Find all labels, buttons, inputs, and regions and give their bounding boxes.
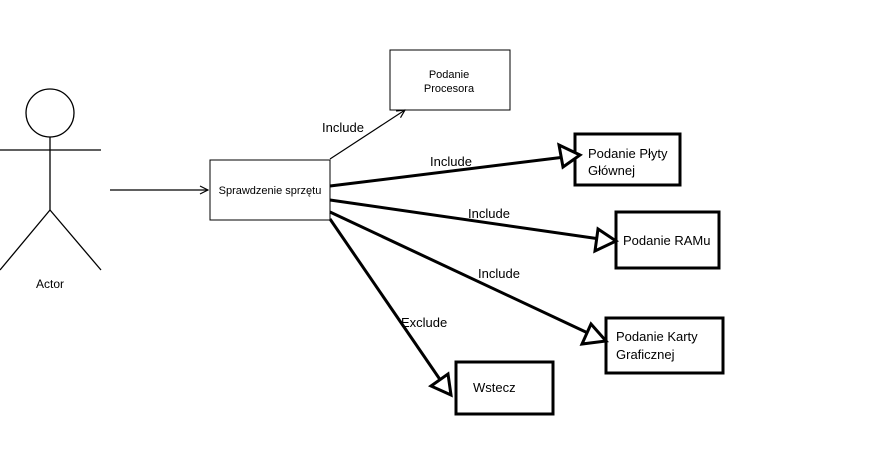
gpu-usecase-label-line1: Podanie Karty (616, 329, 698, 344)
actor-figure[interactable] (0, 88, 102, 271)
edge-to-motherboard-label: Include (430, 154, 472, 169)
edge-to-cpu-label: Include (322, 120, 364, 135)
edge-to-motherboard-arrowhead (557, 142, 583, 170)
actor-head (25, 88, 75, 138)
edge-to-gpu[interactable] (329, 210, 591, 336)
actor-right-leg (49, 209, 102, 271)
cpu-usecase-label-line1: Podanie (429, 69, 469, 81)
gpu-usecase-box[interactable] (604, 316, 725, 375)
actor-label: Actor (36, 277, 64, 291)
edge-to-ram-arrowhead (593, 226, 620, 254)
edge-to-back-arrowhead (427, 371, 453, 398)
actor-left-leg (0, 209, 51, 271)
edge-to-motherboard[interactable] (329, 155, 566, 188)
motherboard-usecase-label-line1: Podanie Płyty (588, 146, 668, 161)
edge-to-ram-label: Include (468, 206, 510, 221)
cpu-usecase-box[interactable] (389, 49, 511, 111)
cpu-usecase-label-line2: Procesora (424, 83, 475, 95)
edge-to-back[interactable] (328, 218, 443, 382)
motherboard-usecase-label-line2: Głównej (588, 163, 635, 178)
gpu-usecase-label-line2: Graficznej (616, 347, 675, 362)
center-usecase-label: Sprawdzenie sprzętu (219, 185, 322, 197)
edge-to-cpu[interactable] (329, 110, 405, 160)
edge-to-ram[interactable] (329, 198, 601, 241)
edge-to-gpu-arrowhead (579, 321, 610, 346)
edge-to-gpu-label: Include (478, 266, 520, 281)
ram-usecase-label: Podanie RAMu (623, 233, 710, 248)
edge-to-back-label: Exclude (401, 315, 447, 330)
motherboard-usecase-box[interactable] (573, 132, 682, 187)
back-usecase-label: Wstecz (473, 380, 516, 395)
back-usecase-box[interactable] (454, 360, 555, 416)
center-usecase-box[interactable] (209, 159, 331, 221)
